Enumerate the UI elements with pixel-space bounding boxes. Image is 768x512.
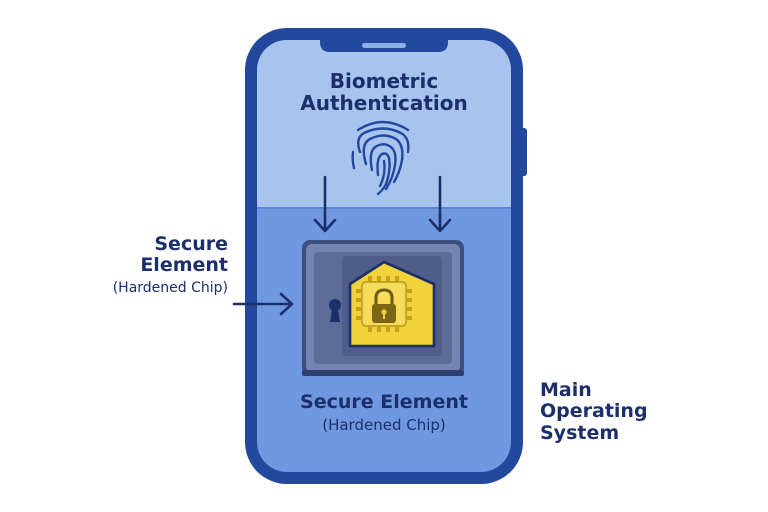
secure-element-subtitle: (Hardened Chip): [322, 416, 446, 435]
main-os-line1: Main: [540, 379, 592, 401]
main-os-line2: Operating: [540, 400, 648, 423]
speaker-slot: [362, 43, 406, 48]
arrow-down-icon: [428, 175, 452, 233]
main-os-line3: System: [540, 421, 620, 444]
keyhole-icon: [329, 299, 341, 322]
biometric-label-line1: Biometric: [329, 69, 439, 93]
arrow-right-icon: [232, 292, 294, 316]
secure-element-label: Secure Element (Hardened Chip): [266, 391, 502, 435]
biometric-label: Biometric Authentication: [264, 70, 504, 115]
padlock-icon: [372, 288, 396, 323]
arrow-down-icon: [313, 175, 337, 233]
secure-element-callout: Secure Element (Hardened Chip): [60, 233, 228, 296]
main-os-label: Main Operating System: [540, 379, 648, 444]
callout-line1: Secure: [154, 233, 228, 255]
callout-line3: (Hardened Chip): [112, 279, 228, 296]
phone-screen: [257, 40, 511, 472]
secure-element-title: Secure Element: [300, 391, 468, 413]
biometric-zone: [257, 40, 511, 208]
callout-line2: Element: [140, 254, 228, 277]
fingerprint-icon: [351, 120, 410, 196]
biometric-label-line2: Authentication: [300, 91, 468, 116]
